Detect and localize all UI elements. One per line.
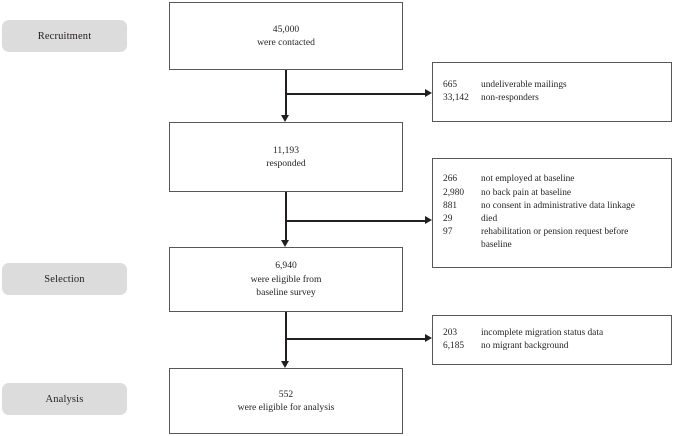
- flow-box-description: were eligible for analysis: [237, 402, 335, 413]
- exclusion-reason: died: [481, 214, 498, 224]
- exclusion-row: 203 incomplete migration status data: [443, 327, 671, 340]
- exclusion-box-baseline-ineligible: 266 not employed at baseline 2,980 no back …: [432, 158, 672, 268]
- exclusion-count: 203: [443, 327, 458, 338]
- flow-box-contacted: 45,000 were contacted: [169, 2, 403, 70]
- exclusion-reason: no migrant background: [481, 341, 569, 351]
- connector-trunk-3: [285, 312, 287, 361]
- connector-branch-migration-status: [285, 338, 425, 340]
- stage-label-text: Recruitment: [37, 30, 92, 42]
- exclusion-reason-continuation: baseline: [481, 240, 512, 251]
- stage-label-text: Analysis: [45, 393, 84, 405]
- connector-arrowhead-non-response: [425, 89, 432, 97]
- exclusion-reason: not employed at baseline: [481, 174, 575, 185]
- exclusion-box-non-response: 665 undeliverable mailings 33,142 non-respo…: [432, 62, 672, 122]
- flow-box-description: baseline survey: [256, 287, 316, 299]
- exclusion-row: 266 not employed at baseline: [443, 173, 671, 186]
- exclusion-reason: non-responders: [481, 93, 539, 103]
- exclusion-row: 2,980 no back pain at baseline: [443, 187, 671, 200]
- exclusion-row: 29 died: [443, 213, 671, 226]
- exclusion-reason: incomplete migration status data: [481, 327, 604, 338]
- connector-arrowhead-migration-status: [425, 334, 432, 342]
- exclusion-row: 881 no consent in administrative data lin…: [443, 200, 671, 213]
- connector-arrow-to-eligible-analysis: [281, 361, 290, 368]
- exclusion-row: 6,185 no migrant background: [443, 340, 671, 353]
- exclusion-box-migration-status: 203 incomplete migration status data 6,185…: [432, 315, 672, 365]
- exclusion-count: 2,980: [443, 187, 465, 198]
- flow-box-count: 45,000: [272, 23, 300, 35]
- flow-box-responded: 11,193 responded: [169, 122, 403, 192]
- exclusion-reason: undeliverable mailings: [481, 79, 567, 90]
- connector-branch-non-response: [285, 93, 425, 95]
- flow-box-count: 11,193: [272, 144, 300, 156]
- connector-arrowhead-baseline-ineligible: [425, 216, 432, 224]
- exclusion-count: 665: [443, 79, 458, 90]
- stage-label-recruitment: Recruitment: [2, 20, 127, 52]
- connector-trunk-2: [285, 192, 287, 240]
- stage-label-text: Selection: [44, 273, 85, 285]
- exclusion-count: 266: [443, 174, 458, 185]
- exclusion-count: 33,142: [443, 93, 469, 103]
- flow-box-description: were contacted: [257, 37, 315, 48]
- exclusion-count: 97: [443, 227, 453, 238]
- flow-box-count: 6,940: [275, 260, 297, 272]
- exclusion-count: 881: [443, 200, 458, 211]
- stage-label-selection: Selection: [2, 263, 127, 295]
- connector-arrow-to-eligible-baseline: [281, 240, 290, 247]
- connector-arrow-to-responded: [281, 115, 290, 122]
- exclusion-reason: no back pain at baseline: [481, 187, 572, 198]
- exclusion-row: 33,142 non-responders: [443, 92, 671, 105]
- connector-trunk-1: [285, 70, 287, 115]
- exclusion-row: 97 rehabilitation or pension request befo…: [443, 226, 671, 239]
- connector-branch-baseline-ineligible: [285, 220, 425, 222]
- flow-box-description: were eligible from: [250, 273, 322, 285]
- exclusion-row: 665 undeliverable mailings: [443, 79, 671, 92]
- flow-box-eligible-analysis: 552 were eligible for analysis: [169, 368, 403, 434]
- exclusion-reason: rehabilitation or pension request before: [481, 227, 629, 238]
- exclusion-reason: no consent in administrative data linkag…: [481, 200, 635, 211]
- exclusion-count: 6,185: [443, 341, 465, 351]
- stage-label-analysis: Analysis: [2, 383, 127, 415]
- flow-box-count: 552: [278, 388, 294, 400]
- exclusion-count: 29: [443, 214, 453, 224]
- flow-box-description: responded: [266, 158, 306, 169]
